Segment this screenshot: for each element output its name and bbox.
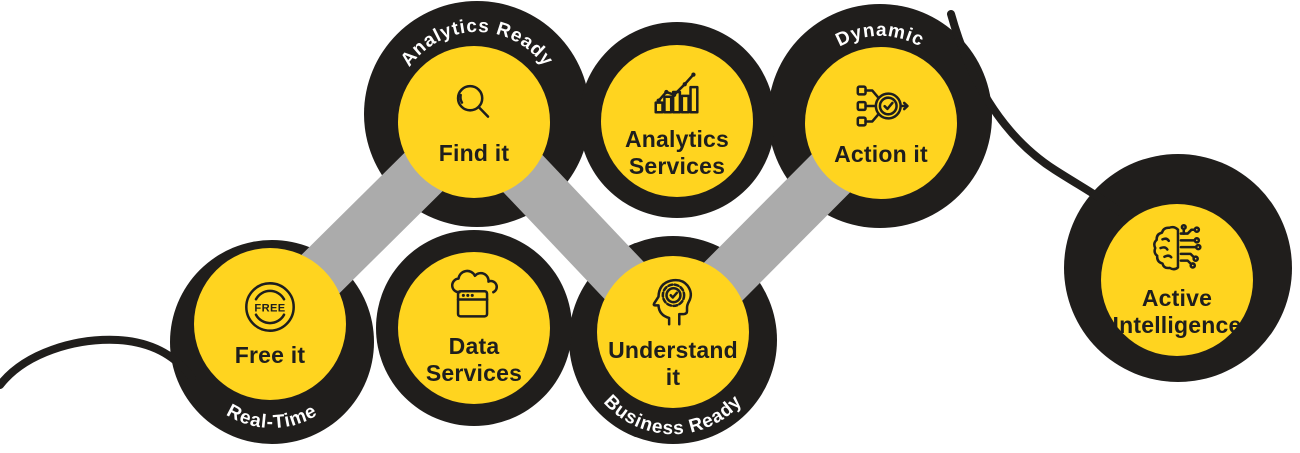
node-label-find-it: Find it <box>438 140 510 167</box>
svg-text:FREE: FREE <box>254 303 285 315</box>
node-data-services: Data Services <box>398 252 550 404</box>
node-free-it: FREE Free it <box>194 248 346 400</box>
node-label-data-services: Data Services <box>425 332 523 386</box>
node-label-analytics-services: Analytics Services <box>624 125 730 179</box>
curve-left-edge-to-free <box>0 335 196 389</box>
node-find-it: Find it <box>398 46 550 198</box>
node-active-intelligence: Active Intelligence <box>1101 204 1253 356</box>
magnifier-icon <box>456 85 490 119</box>
node-label-action-it: Action it <box>834 141 928 168</box>
free-stamp-icon: FREE <box>245 282 295 333</box>
node-understand-it: Understand it <box>597 256 749 408</box>
head-gear-icon <box>652 278 693 326</box>
node-label-active-intelligence: Active Intelligence <box>1112 284 1242 338</box>
cloud-window-icon <box>450 269 498 318</box>
bar-chart-trend-icon <box>654 72 699 114</box>
node-action-it: Action it <box>805 47 957 199</box>
curve-action-to-active <box>947 10 1124 216</box>
node-analytics-services: Analytics Services <box>601 45 753 197</box>
node-label-understand-it: Understand it <box>608 336 738 390</box>
brain-circuit-icon <box>1153 223 1202 271</box>
workflow-check-icon <box>856 85 909 128</box>
node-label-free-it: Free it <box>234 342 306 369</box>
